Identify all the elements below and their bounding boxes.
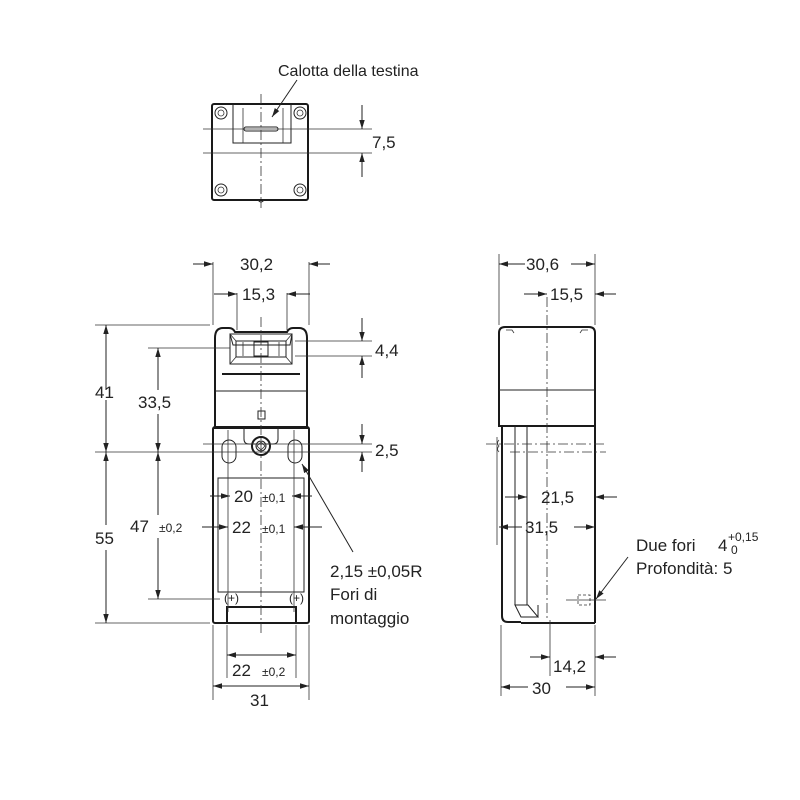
callout-mounting-holes-line1: Fori di: [330, 585, 377, 604]
dim-hole-offset: 2,5: [375, 441, 399, 460]
side-view: 30,6 15,5 21,5 31,5 14,2 30 Due fori 4 +…: [486, 254, 759, 698]
front-view: (+) (+) 30,2 15,3 4,4 2,5 4: [95, 255, 423, 710]
dim-height-lower: 55: [95, 529, 114, 548]
callout-head-cap: Calotta della testina: [278, 63, 419, 80]
dim-side-width-top: 30,6: [526, 255, 559, 274]
callout-mounting-holes-dim: 2,15 ±0,05R: [330, 562, 423, 581]
callout-depth-label: Profondità: 5: [636, 559, 732, 578]
top-view: 7,5 Calotta della testina: [203, 63, 419, 208]
dim-hole-spacing-vertical: 47: [130, 517, 149, 536]
dim-side-depth-21-5: 21,5: [541, 488, 574, 507]
mounting-hole-icon: [221, 439, 303, 464]
dim-width-top: 30,2: [240, 255, 273, 274]
dim-base-slot-width-tol: ±0,2: [262, 665, 286, 679]
dim-base-slot-width: 22: [232, 661, 251, 680]
dim-hole-pitch-inner-tol: ±0,1: [262, 491, 286, 505]
dim-slot-height: 4,4: [375, 341, 399, 360]
dim-hole-spacing-vertical-tol: ±0,2: [159, 521, 183, 535]
dim-side-hole-offset: 14,2: [553, 657, 586, 676]
dim-7-5: 7,5: [372, 133, 396, 152]
dim-side-depth-31-5: 31,5: [525, 518, 558, 537]
dim-side-base-depth: 30: [532, 679, 551, 698]
dim-base-width: 31: [250, 691, 269, 710]
dim-hole-pitch-inner: 20: [234, 487, 253, 506]
callout-mounting-holes-line2: montaggio: [330, 609, 409, 628]
callout-two-holes-label: Due fori: [636, 536, 696, 555]
dim-hole-pitch-outer: 22: [232, 518, 251, 537]
callout-two-holes-nominal: 4: [718, 536, 727, 555]
dim-height-upper: 41: [95, 383, 114, 402]
hole-mark-right: (+): [289, 591, 304, 605]
dim-height-to-slot: 33,5: [138, 393, 171, 412]
callout-two-holes-tol-upper: +0,15: [728, 530, 759, 544]
dim-key-slot-width: 15,3: [242, 285, 275, 304]
dim-side-half-width-top: 15,5: [550, 285, 583, 304]
callout-two-holes-tol-lower: 0: [731, 543, 738, 557]
dim-hole-pitch-outer-tol: ±0,1: [262, 522, 286, 536]
screw-icon: [214, 106, 307, 197]
hole-mark-left: (+): [224, 591, 239, 605]
